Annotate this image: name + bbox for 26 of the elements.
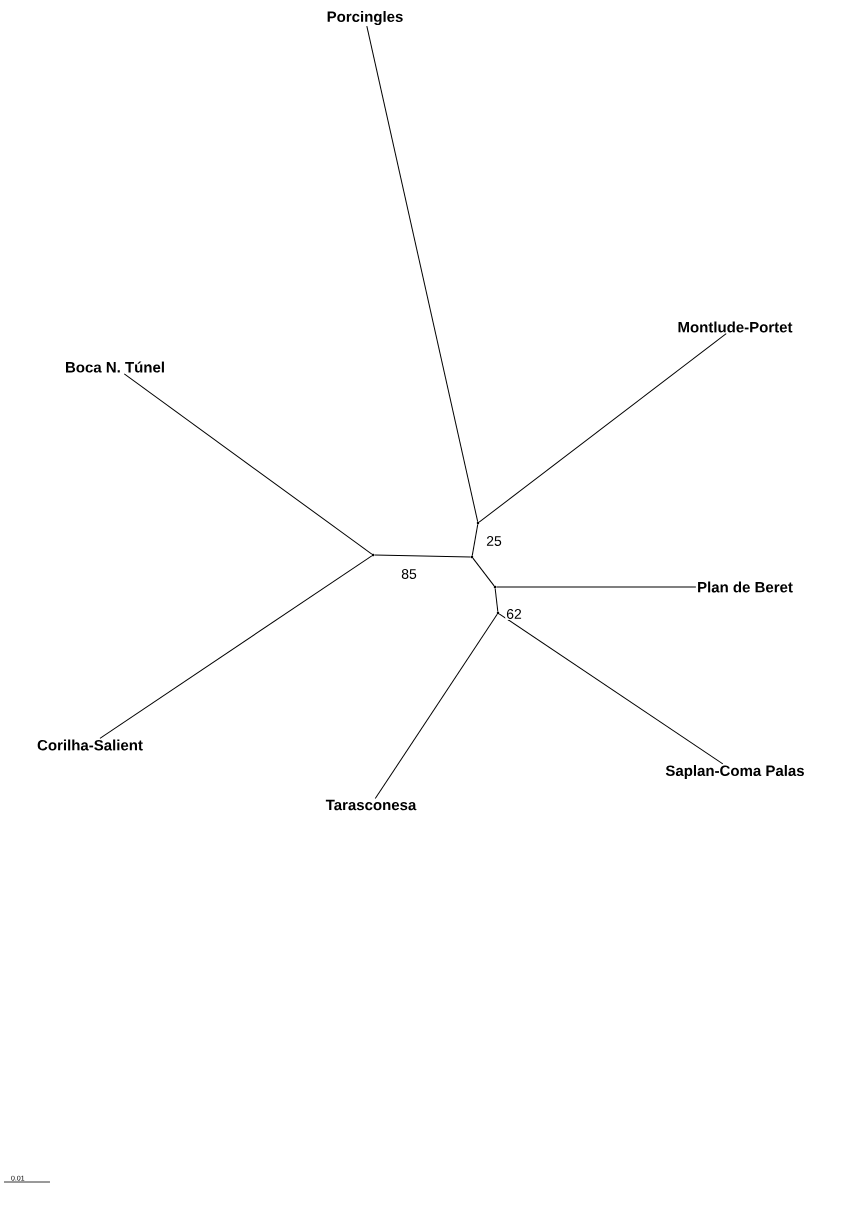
tree-branch: [374, 613, 498, 800]
taxon-label: Montlude-Portet: [678, 321, 793, 333]
tree-junction: [476, 521, 480, 525]
tree-branch: [494, 587, 499, 613]
taxon-label: Tarasconesa: [325, 799, 417, 811]
tree-branch: [123, 373, 373, 555]
taxon-label: Plan de Beret: [698, 581, 793, 593]
tree-branch: [498, 613, 724, 765]
tree-branch: [99, 555, 373, 739]
bootstrap-value: 25: [485, 535, 503, 547]
tree-branch: [471, 523, 479, 557]
taxon-label: Saplan-Coma Palas: [665, 765, 804, 779]
taxon-label: Porcingles: [327, 11, 403, 26]
tree-branch: [366, 25, 479, 523]
taxon-label: Boca N. Túnel: [66, 361, 164, 373]
tree-branch: [373, 554, 472, 558]
tree-branch: [495, 586, 697, 588]
taxon-label: Corilha-Salient: [37, 739, 143, 751]
bootstrap-value: 85: [400, 568, 418, 580]
tree-junction: [493, 585, 497, 589]
bootstrap-value: 62: [505, 608, 523, 620]
tree-junction: [470, 555, 474, 559]
tree-branch: [472, 557, 495, 587]
tree-junction: [496, 611, 500, 615]
tree-branch: [478, 333, 727, 523]
tree-junction: [371, 553, 375, 557]
